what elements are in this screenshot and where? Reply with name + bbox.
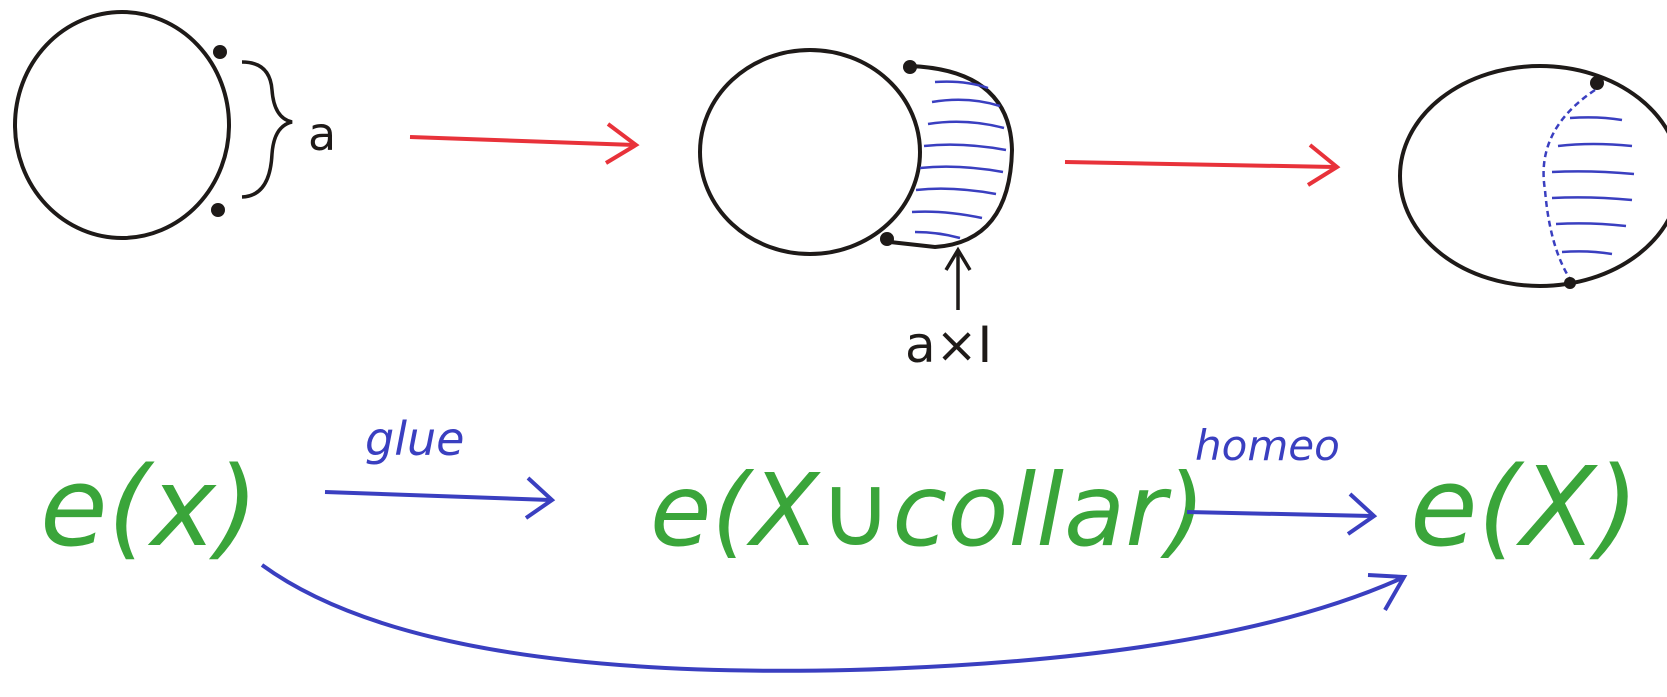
term-e-x-union-collar: e(X∪collar)	[650, 452, 1205, 569]
point-top	[903, 60, 917, 74]
point-top	[213, 45, 227, 59]
circle-with-collar	[698, 48, 1015, 256]
arrow-red-1	[409, 122, 640, 165]
arrow-glue	[324, 476, 556, 520]
arrow-composite	[260, 563, 1408, 673]
point-top	[1590, 76, 1604, 90]
circle-original	[13, 10, 231, 240]
collar-hatching	[1551, 116, 1635, 256]
arrow-red-2	[1064, 143, 1341, 187]
label-glue: glue	[365, 412, 464, 466]
point-bottom	[1564, 277, 1576, 289]
label-homeo: homeo	[1195, 421, 1340, 470]
label-a: a	[308, 107, 336, 161]
collar-hatching	[911, 80, 1007, 240]
label-a-times-I: a×I	[905, 316, 992, 374]
collar-pointer-arrow	[944, 246, 972, 310]
point-bottom	[880, 232, 894, 246]
term-e-x-left: e(x)	[40, 443, 259, 571]
brace	[241, 60, 293, 199]
circle-homeomorphic	[1398, 64, 1667, 289]
arrow-homeo	[1186, 492, 1378, 536]
point-bottom	[211, 203, 225, 217]
term-e-x-right: e(X)	[1410, 443, 1639, 571]
inner-collar-boundary	[1542, 88, 1596, 283]
collar-outline	[889, 64, 1015, 250]
